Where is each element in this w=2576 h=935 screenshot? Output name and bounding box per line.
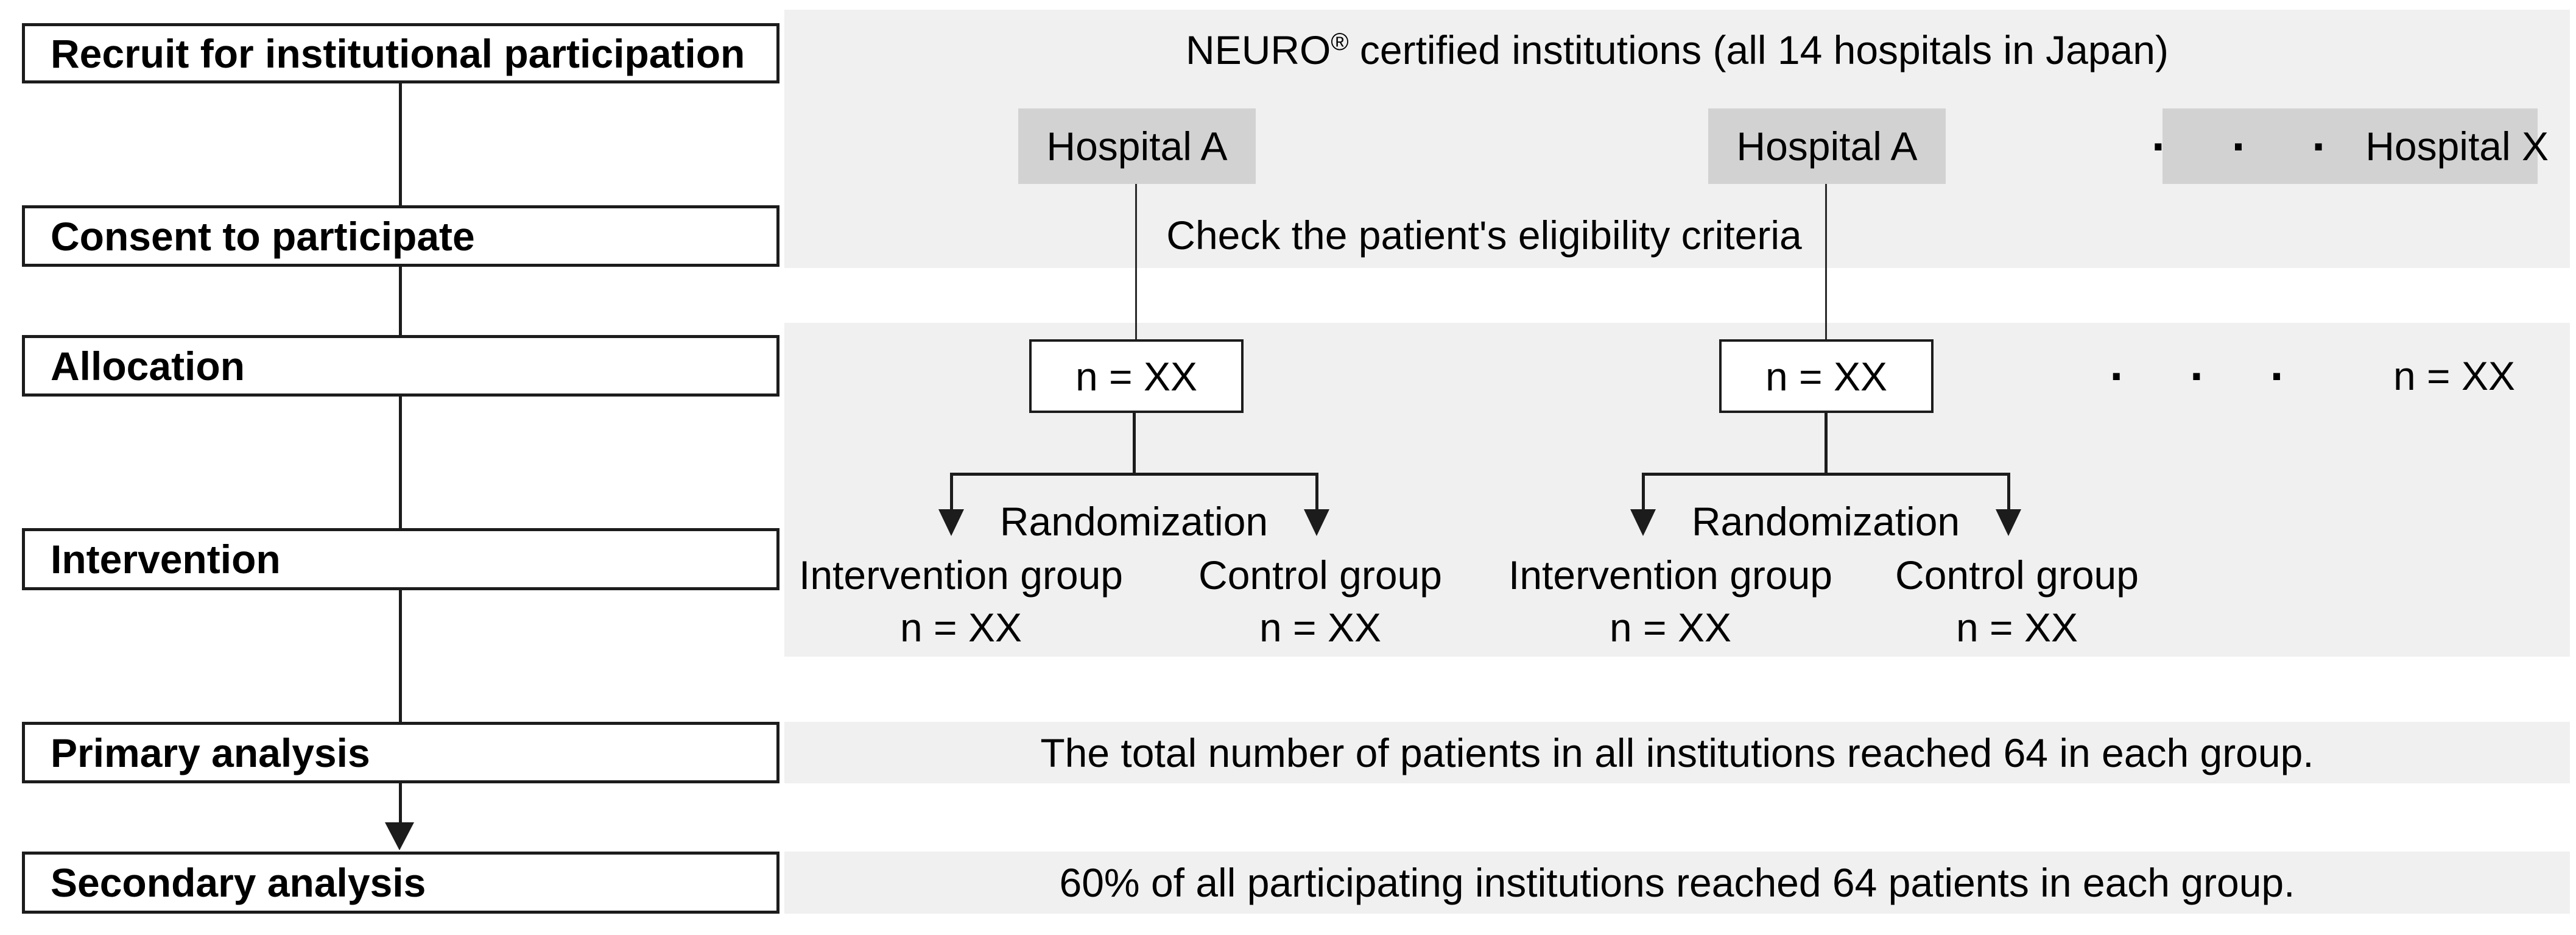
ellipsis-dots: · · ·: [2151, 119, 2354, 173]
randomization-branch: [1643, 473, 2008, 476]
band-secondary-analysis: [784, 852, 2570, 914]
band-primary-analysis: [784, 722, 2570, 783]
hospital-box-1: Hospital A: [1018, 108, 1256, 184]
group-n: n = XX: [1610, 605, 1731, 650]
flow-step-label: Allocation: [51, 343, 245, 389]
flow-step-primary-analysis: Primary analysis: [22, 722, 779, 783]
randomization-label: Randomization: [1691, 499, 1960, 544]
group-name: Control group: [1198, 552, 1442, 598]
group-n: n = XX: [1259, 605, 1381, 650]
certified-institutions-header: NEURO® certified institutions (all 14 ho…: [784, 27, 2570, 73]
group-name: Intervention group: [1508, 552, 1833, 598]
n-value: n = XX: [1765, 353, 1887, 399]
randomization-arm: [1315, 473, 1318, 510]
group-n: n = XX: [1956, 605, 2078, 650]
flow-step-label: Primary analysis: [51, 730, 370, 775]
randomization-arm: [950, 473, 953, 510]
n-value: n = XX: [1075, 353, 1197, 399]
randomization-stem: [1825, 413, 1828, 474]
flow-step-allocation: Allocation: [22, 335, 779, 397]
randomization-label: Randomization: [999, 499, 1269, 544]
randomization-arm: [1642, 473, 1645, 510]
down-arrowhead: [1996, 509, 2021, 536]
allocation-n-more: n = XX: [2393, 353, 2515, 398]
registered-trademark-icon: ®: [1331, 29, 1349, 55]
flow-step-label: Recruit for institutional participation: [51, 30, 745, 76]
primary-analysis-note: The total number of patients in all inst…: [1040, 730, 2314, 775]
group-name: Intervention group: [798, 552, 1124, 598]
flow-step-label: Consent to participate: [51, 213, 475, 259]
hospital-connector: [1825, 184, 1827, 339]
flow-connector: [399, 397, 402, 528]
flow-step-secondary-analysis: Secondary analysis: [22, 852, 779, 914]
ellipsis-dots: · · ·: [2110, 349, 2312, 403]
group-n: n = XX: [900, 605, 1022, 650]
group-name: Control group: [1895, 552, 2139, 598]
hospital-box-more: · · · Hospital X: [2152, 108, 2549, 184]
hospital-label: Hospital A: [1046, 124, 1228, 169]
randomization-arm: [2007, 473, 2010, 510]
down-arrowhead: [385, 822, 414, 850]
flow-step-intervention: Intervention: [22, 528, 779, 590]
control-group-label: Control group n = XX: [1895, 549, 2139, 654]
flow-step-consent: Consent to participate: [22, 205, 779, 267]
randomization-branch: [951, 473, 1317, 476]
header-name: NEURO: [1186, 27, 1331, 72]
eligibility-note: Check the patient's eligibility criteria: [1166, 213, 1802, 258]
flow-connector: [399, 590, 402, 722]
control-group-label: Control group n = XX: [1198, 549, 1442, 654]
flow-step-recruit: Recruit for institutional participation: [22, 23, 779, 83]
flow-connector: [399, 783, 402, 824]
secondary-analysis-note: 60% of all participating institutions re…: [1059, 860, 2295, 905]
hospital-box-2: Hospital A: [1708, 108, 1946, 184]
down-arrowhead: [1304, 509, 1329, 536]
hospital-label: Hospital A: [1736, 124, 1918, 169]
allocation-n-box-1: n = XX: [1029, 339, 1244, 413]
flow-connector: [399, 267, 402, 335]
down-arrowhead: [1630, 509, 1656, 536]
flow-step-label: Secondary analysis: [51, 860, 426, 905]
hospital-connector: [1135, 184, 1137, 339]
down-arrowhead: [938, 509, 964, 536]
flow-connector: [399, 83, 402, 205]
header-rest: certified institutions (all 14 hospitals…: [1348, 27, 2169, 72]
intervention-group-label: Intervention group n = XX: [799, 549, 1123, 654]
hospital-label: Hospital X: [2365, 124, 2549, 169]
intervention-group-label: Intervention group n = XX: [1508, 549, 1832, 654]
flow-step-label: Intervention: [51, 537, 281, 582]
allocation-n-box-2: n = XX: [1719, 339, 1934, 413]
randomization-stem: [1133, 413, 1136, 474]
